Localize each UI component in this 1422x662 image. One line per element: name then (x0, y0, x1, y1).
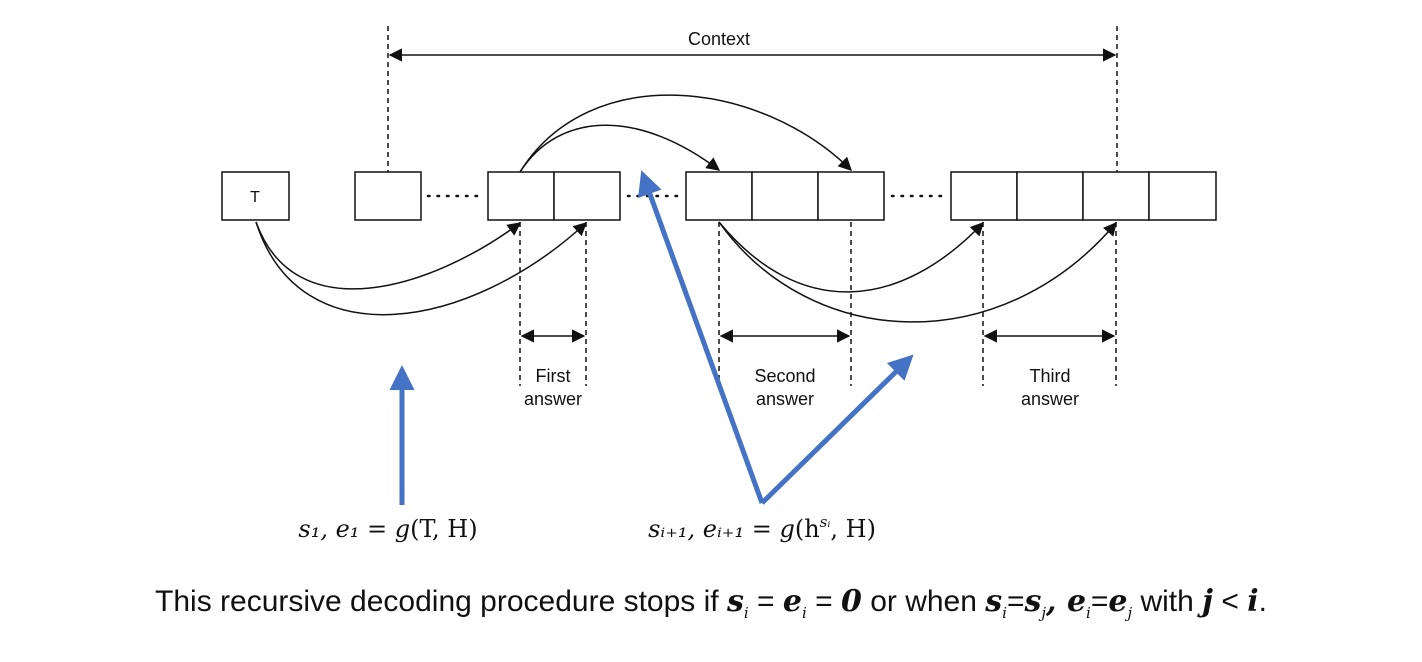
first-formula: s₁, e₁ = g(T, H) (298, 515, 477, 543)
arrow-second-to-third-end (718, 221, 1117, 323)
context-token-third-a (950, 171, 1018, 221)
arrow-T-to-first-end (255, 221, 587, 316)
recursive-decoding-diagram: Context T (221, 26, 1217, 543)
context-token-second-a (685, 171, 753, 221)
context-token-third-c (1082, 171, 1150, 221)
recursive-formula: sᵢ₊₁, eᵢ₊₁ = g(hsᵢ, H) (648, 513, 876, 543)
question-token-label: T (250, 189, 260, 206)
arrow-T-to-first-start (255, 221, 522, 290)
context-token-first-b (553, 171, 621, 221)
context-token-first-a (487, 171, 555, 221)
context-token-second-b (751, 171, 819, 221)
second-answer-label-1: Second (754, 366, 815, 386)
first-answer-label-2: answer (524, 389, 582, 409)
token-boxes (221, 171, 1217, 221)
arrow-second-to-third-start (718, 221, 984, 293)
answer-guides (519, 222, 1117, 386)
second-answer-label-2: answer (756, 389, 814, 409)
third-answer-label-2: answer (1021, 389, 1079, 409)
blue-arrow-recursive-right (760, 354, 914, 505)
context-token-third-b (1016, 171, 1084, 221)
pointer-arrows (255, 94, 1117, 323)
first-answer-label-1: First (536, 366, 571, 386)
context-token-second-c (817, 171, 885, 221)
blue-annotation-arrows (389, 170, 914, 505)
context-label: Context (688, 29, 750, 49)
context-token-third-d (1148, 171, 1217, 221)
arrow-first-to-second-end (519, 94, 852, 173)
caption: This recursive decoding procedure stops … (155, 584, 1267, 622)
context-token-1 (354, 171, 422, 221)
blue-arrow-recursive-left (638, 170, 765, 504)
question-token-box (221, 171, 290, 221)
arrow-first-to-second-start (519, 124, 721, 173)
third-answer-label-1: Third (1029, 366, 1070, 386)
